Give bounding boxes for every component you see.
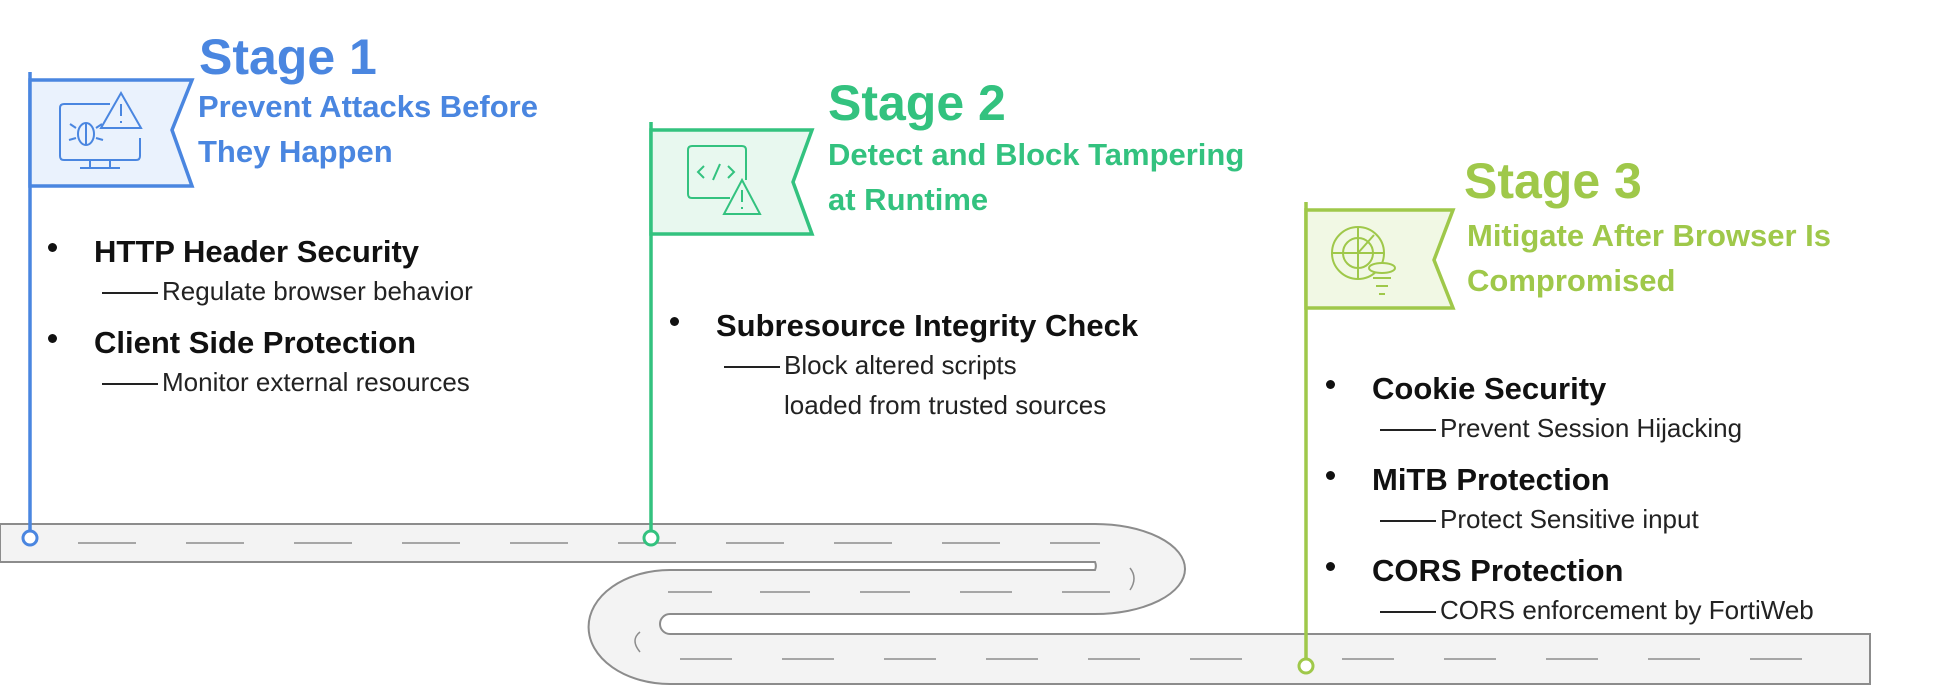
stage-2-title: Stage 2	[828, 75, 1006, 131]
item-desc: Block altered scripts loaded from truste…	[724, 345, 1138, 425]
item-title: Client Side Protection	[94, 325, 417, 360]
item-title: Cookie Security	[1372, 371, 1607, 406]
item-title: Subresource Integrity Check	[716, 308, 1139, 343]
stage-1-subtitle: Prevent Attacks Before They Happen	[198, 89, 538, 169]
bullet	[1326, 471, 1335, 480]
list-item: MiTB Protection Protect Sensitive input	[1326, 461, 1814, 539]
road-lane-dashes	[78, 542, 1802, 660]
list-item: HTTP Header Security Regulate browser be…	[48, 233, 473, 311]
stage-3-flag	[1297, 202, 1456, 675]
road	[0, 523, 1871, 685]
stage-2-subtitle: Detect and Block Tampering at Runtime	[828, 137, 1245, 217]
item-desc: Monitor external resources	[102, 362, 473, 402]
item-desc: CORS enforcement by FortiWeb	[1380, 590, 1814, 630]
item-desc: Regulate browser behavior	[102, 271, 473, 311]
stage-2-flag	[642, 122, 815, 547]
bullet	[1326, 380, 1335, 389]
list-item: Cookie Security Prevent Session Hijackin…	[1326, 370, 1814, 448]
list-item: Client Side Protection Monitor external …	[48, 324, 473, 402]
item-desc: Prevent Session Hijacking	[1380, 408, 1814, 448]
stage-1-title: Stage 1	[199, 29, 377, 85]
stage-3-subtitle: Mitigate After Browser Is Compromised	[1467, 218, 1832, 298]
monitor-bug-warning-icon	[59, 90, 143, 169]
bullet	[670, 317, 679, 326]
bullet	[48, 243, 57, 252]
stage-1-flag	[21, 72, 195, 547]
item-title: CORS Protection	[1372, 553, 1624, 588]
list-item: CORS Protection CORS enforcement by Fort…	[1326, 552, 1814, 630]
stage-1-items: HTTP Header Security Regulate browser be…	[48, 233, 473, 415]
item-title: HTTP Header Security	[94, 234, 420, 269]
code-warning-icon	[687, 145, 762, 215]
stage-3-title: Stage 3	[1464, 153, 1642, 209]
stage-3-items: Cookie Security Prevent Session Hijackin…	[1326, 370, 1814, 643]
list-item: Subresource Integrity Check Block altere…	[670, 307, 1138, 425]
radar-funnel-icon	[1331, 226, 1396, 295]
item-title: MiTB Protection	[1372, 462, 1610, 497]
stage-2-items: Subresource Integrity Check Block altere…	[670, 307, 1138, 438]
bullet	[48, 334, 57, 343]
bullet	[1326, 562, 1335, 571]
item-desc: Protect Sensitive input	[1380, 499, 1814, 539]
